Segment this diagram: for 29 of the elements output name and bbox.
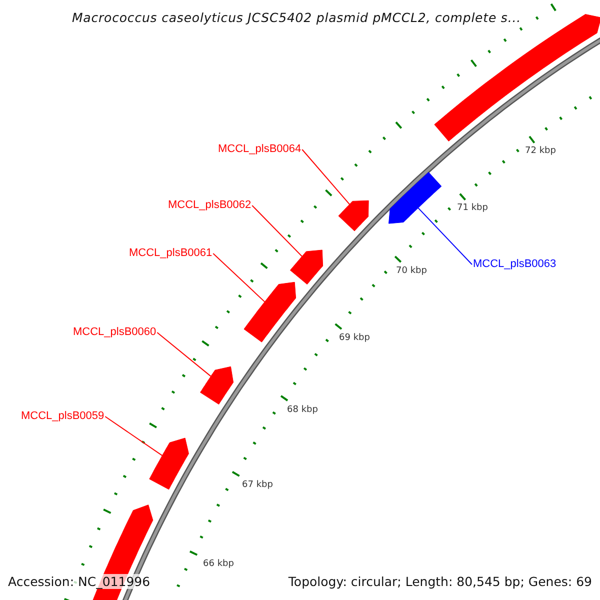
- gene-label: MCCL_plsB0060: [73, 326, 156, 339]
- gene-feature: [434, 14, 600, 142]
- gene-feature: [290, 250, 324, 285]
- leader-line: [212, 253, 266, 302]
- gene-label: MCCL_plsB0064: [218, 143, 302, 156]
- gene-label: MCCL_plsB0059: [21, 410, 104, 423]
- gene-feature: [388, 172, 442, 224]
- gene-feature: [200, 366, 234, 405]
- leader-line: [156, 332, 212, 377]
- gene-label: MCCL_plsB0063: [473, 258, 556, 271]
- leader-line: [104, 416, 163, 456]
- gene-feature: [149, 438, 189, 490]
- tick-label: 70 kbp: [396, 266, 427, 277]
- tick-label: 66 kbp: [203, 559, 234, 570]
- accession-text: Accession: NC_011996: [8, 574, 150, 589]
- title: Macrococcus caseolyticus JCSC5402 plasmid pMCCL2, complete s...: [72, 10, 521, 25]
- gene-label: MCCL_plsB0061: [129, 247, 212, 260]
- leader-line: [252, 205, 302, 257]
- leader-line: [302, 149, 350, 205]
- tick-label: 68 kbp: [287, 405, 318, 416]
- genome-summary-text: Topology: circular; Length: 80,545 bp; Genes: 69: [288, 574, 592, 589]
- tick-label: 72 kbp: [525, 146, 556, 157]
- gene-feature: [244, 282, 296, 342]
- leader-line: [418, 207, 472, 265]
- tick-label: 71 kbp: [457, 203, 488, 214]
- gene-label: MCCL_plsB0062: [168, 199, 252, 212]
- tick-label: 69 kbp: [339, 333, 370, 344]
- tick-label: 67 kbp: [242, 480, 273, 491]
- gene-feature: [338, 200, 369, 232]
